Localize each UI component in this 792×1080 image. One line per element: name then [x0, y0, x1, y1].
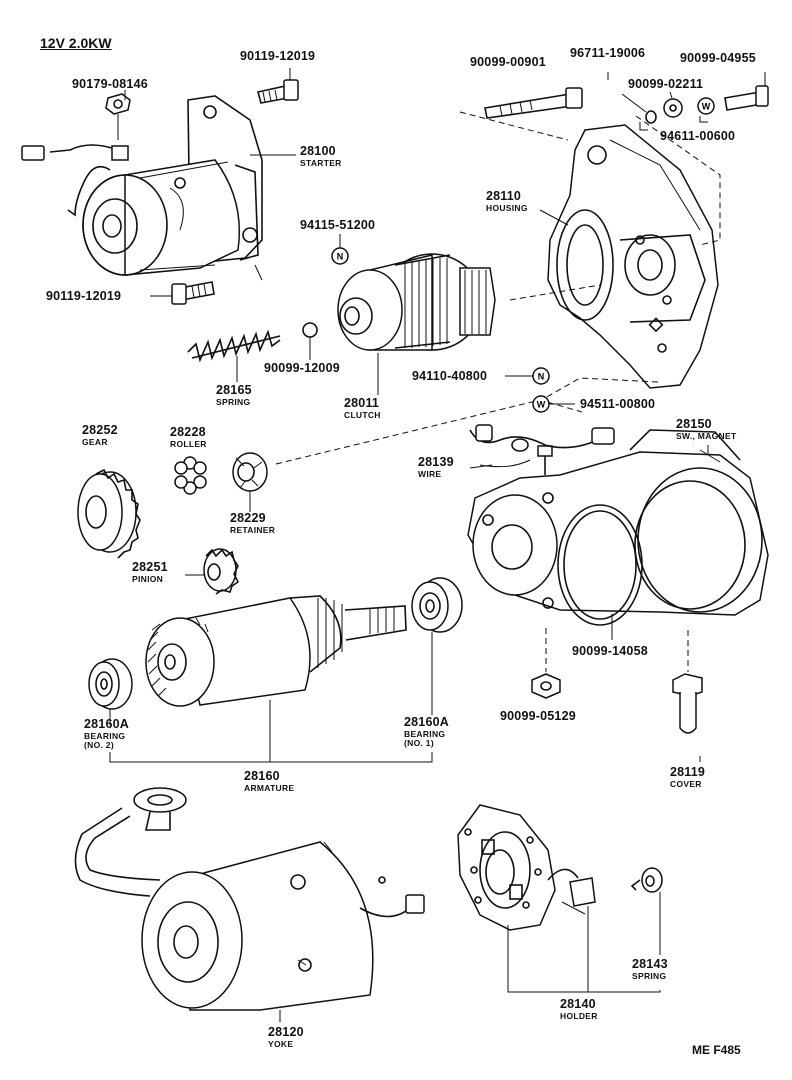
armature-drawing	[145, 595, 407, 707]
part-label-90119-12019-top: 90119-12019	[240, 49, 316, 63]
marker-n-94110: N	[532, 367, 550, 385]
part-label-90099-14058: 90099-14058	[572, 644, 648, 658]
part-label-94110-40800: 94110-40800	[412, 369, 488, 383]
part-label-90099-12009: 90099-12009	[264, 361, 340, 375]
washer-96711	[621, 93, 657, 124]
part-label-28251-pinion: 28251 PINION	[132, 560, 168, 584]
yoke-drawing	[74, 787, 425, 1022]
part-label-28140-holder: 28140 HOLDER	[560, 997, 598, 1021]
bearing-no1	[411, 577, 463, 715]
part-label-28110-housing: 28110 HOUSING	[486, 189, 528, 213]
part-label-28160a-bearing-no1: 28160A BEARING (NO. 1)	[404, 715, 449, 748]
part-label-90099-00901: 90099-00901	[470, 55, 546, 69]
ball-90099-12009	[302, 322, 318, 360]
svg-text:W: W	[702, 102, 711, 112]
bracket-94611	[639, 116, 708, 131]
nut-90179	[105, 93, 131, 140]
bearing-no2	[88, 658, 133, 725]
part-label-28119-cover: 28119 COVER	[670, 765, 706, 789]
part-label-96711-19006: 96711-19006	[570, 46, 646, 60]
part-label-28143-spring: 28143 SPRING	[632, 957, 668, 981]
part-label-28150-magnet-switch: 28150 SW., MAGNET	[676, 417, 737, 441]
svg-text:N: N	[337, 252, 344, 262]
part-label-94115-51200: 94115-51200	[300, 218, 376, 232]
part-label-90119-12019-bottom: 90119-12019	[46, 289, 122, 303]
part-label-28139-wire: 28139 WIRE	[418, 455, 454, 479]
bolt-90099-00901	[484, 87, 583, 119]
part-label-28229-retainer: 28229 RETAINER	[230, 511, 276, 535]
svg-text:W: W	[537, 400, 546, 410]
marker-w-94611: W	[697, 97, 715, 115]
bolt-90119-top	[257, 68, 299, 104]
part-label-28011-clutch: 28011 CLUTCH	[344, 396, 381, 420]
marker-n-94115: N	[331, 234, 349, 265]
washer-90099-02211	[663, 98, 683, 118]
part-label-94511-00800: 94511-00800	[580, 397, 656, 411]
part-label-90099-05129: 90099-05129	[500, 709, 576, 723]
part-label-28228-roller: 28228 ROLLER	[170, 425, 207, 449]
part-label-28100-starter: 28100 STARTER	[300, 144, 342, 168]
cover-28119	[672, 630, 703, 734]
bolt-90099-04955	[724, 72, 769, 111]
footer-code: ME F485	[692, 1043, 741, 1057]
magnet-switch-drawing	[467, 424, 769, 626]
part-label-90099-04955: 90099-04955	[680, 51, 756, 65]
gear-28252	[77, 468, 141, 559]
spring-28143	[630, 867, 663, 955]
part-label-90179-08146: 90179-08146	[72, 77, 148, 91]
marker-w-94511: W	[532, 395, 550, 413]
nut-90099-05129	[531, 628, 561, 699]
part-label-28160a-bearing-no2: 28160A BEARING (NO. 2)	[84, 717, 129, 750]
brush-holder-drawing	[457, 804, 596, 931]
retainer-28229	[232, 452, 268, 512]
starter-assembly-drawing	[21, 95, 263, 281]
part-label-94611-00600: 94611-00600	[660, 129, 736, 143]
part-label-28160-armature: 28160 ARMATURE	[244, 769, 295, 793]
svg-text:N: N	[538, 372, 545, 382]
diagram-title: 12V 2.0KW	[40, 35, 112, 51]
roller-28228	[174, 456, 207, 495]
spring-28165	[187, 329, 281, 382]
part-label-28120-yoke: 28120 YOKE	[268, 1025, 304, 1049]
part-label-28165-spring: 28165 SPRING	[216, 383, 252, 407]
part-label-28252-gear: 28252 GEAR	[82, 423, 118, 447]
housing-drawing	[547, 124, 719, 389]
clutch-drawing	[337, 253, 496, 395]
part-label-90099-02211: 90099-02211	[628, 77, 704, 91]
pinion-28251	[203, 548, 240, 595]
bolt-90119-bottom	[150, 281, 215, 305]
